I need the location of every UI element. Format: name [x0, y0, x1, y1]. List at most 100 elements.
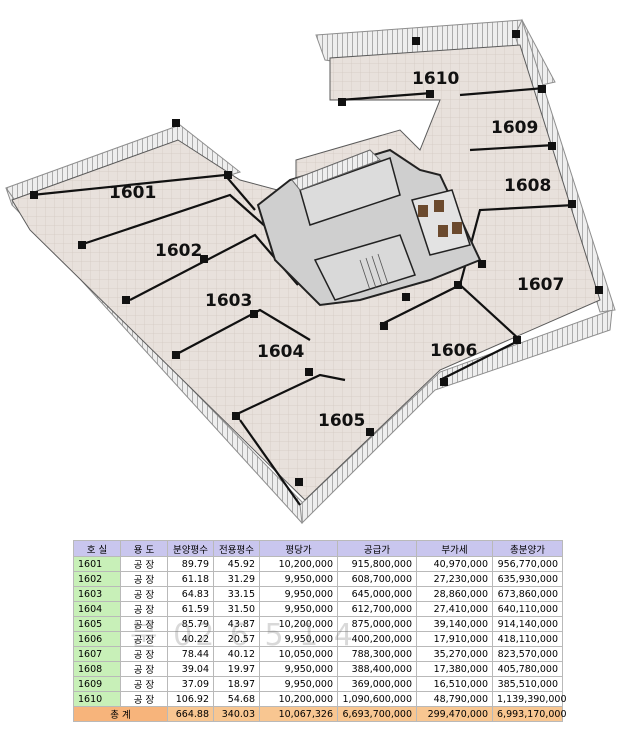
table-cell: 45.92: [213, 556, 260, 572]
table-cell: 10,200,000: [259, 691, 338, 707]
table-cell: 1,139,390,000: [492, 691, 567, 707]
unit-label-1601: 1601: [109, 183, 156, 203]
table-cell: 612,700,000: [337, 601, 417, 617]
total-cell: 10,067,326: [259, 706, 338, 722]
total-cell: 340.03: [213, 706, 260, 722]
unit-number-cell: 1607: [73, 646, 121, 662]
table-cell: 28,860,000: [416, 586, 493, 602]
column-header: 호 실: [73, 540, 121, 557]
table-cell: 64.83: [167, 586, 214, 602]
table-cell: 956,770,000: [492, 556, 563, 572]
column-header: 분양평수: [167, 540, 214, 557]
unit-number-cell: 1608: [73, 661, 121, 677]
table-cell: 9,950,000: [259, 586, 338, 602]
table-cell: 16,510,000: [416, 676, 493, 692]
unit-number-cell: 1601: [73, 556, 121, 572]
unit-label-1609: 1609: [491, 118, 538, 138]
table-cell: 9,950,000: [259, 661, 338, 677]
table-cell: 915,800,000: [337, 556, 417, 572]
unit-number-cell: 1605: [73, 616, 121, 632]
table-cell: 18.97: [213, 676, 260, 692]
table-cell: 17,380,000: [416, 661, 493, 677]
unit-label-1604: 1604: [257, 342, 304, 362]
table-cell: 9,950,000: [259, 571, 338, 587]
unit-label-1610: 1610: [412, 69, 459, 89]
unit-label-1605: 1605: [318, 411, 365, 431]
total-cell: 6,693,700,000: [337, 706, 417, 722]
table-cell: 54.68: [213, 691, 260, 707]
table-cell: 388,400,000: [337, 661, 417, 677]
table-cell: 17,910,000: [416, 631, 493, 647]
column-header: 공급가: [337, 540, 417, 557]
total-cell: 299,470,000: [416, 706, 493, 722]
total-cell: 6,993,170,000: [492, 706, 567, 722]
unit-number-cell: 1602: [73, 571, 121, 587]
table-cell: 공 장: [120, 601, 168, 617]
table-cell: 405,780,000: [492, 661, 563, 677]
table-cell: 공 장: [120, 616, 168, 632]
building-core: [256, 148, 482, 307]
unit-label-1606: 1606: [430, 341, 477, 361]
table-cell: 385,510,000: [492, 676, 563, 692]
table-cell: 공 장: [120, 571, 168, 587]
table-cell: 공 장: [120, 646, 168, 662]
table-cell: 9,950,000: [259, 676, 338, 692]
unit-number-cell: 1604: [73, 601, 121, 617]
table-cell: 공 장: [120, 661, 168, 677]
table-cell: 27,410,000: [416, 601, 493, 617]
table-cell: 48,790,000: [416, 691, 493, 707]
table-cell: 40.22: [167, 631, 214, 647]
unit-label-1607: 1607: [517, 275, 564, 295]
table-cell: 공 장: [120, 586, 168, 602]
table-cell: 공 장: [120, 691, 168, 707]
unit-label-1608: 1608: [504, 176, 551, 196]
table-cell: 40,970,000: [416, 556, 493, 572]
table-cell: 645,000,000: [337, 586, 417, 602]
table-cell: 27,230,000: [416, 571, 493, 587]
table-cell: 608,700,000: [337, 571, 417, 587]
unit-label-1602: 1602: [155, 241, 202, 261]
total-label: 총 계: [73, 706, 168, 722]
table-cell: 20.57: [213, 631, 260, 647]
total-cell: 664.88: [167, 706, 214, 722]
table-cell: 1,090,600,000: [337, 691, 417, 707]
table-cell: 640,110,000: [492, 601, 563, 617]
floor-plan: 1601 1602 1603 1604 1605 1606 1607 1608 …: [5, 18, 616, 525]
table-cell: 37.09: [167, 676, 214, 692]
table-cell: 788,300,000: [337, 646, 417, 662]
table-cell: 61.59: [167, 601, 214, 617]
column-header: 전용평수: [213, 540, 260, 557]
table-cell: 61.18: [167, 571, 214, 587]
table-cell: 823,570,000: [492, 646, 563, 662]
table-cell: 33.15: [213, 586, 260, 602]
table-cell: 39,140,000: [416, 616, 493, 632]
unit-number-cell: 1609: [73, 676, 121, 692]
table-cell: 673,860,000: [492, 586, 563, 602]
columns: [30, 30, 603, 486]
table-cell: 19.97: [213, 661, 260, 677]
table-cell: 78.44: [167, 646, 214, 662]
table-cell: 31.50: [213, 601, 260, 617]
column-header: 부가세: [416, 540, 493, 557]
table-cell: 43.87: [213, 616, 260, 632]
table-cell: 31.29: [213, 571, 260, 587]
table-cell: 9,950,000: [259, 631, 338, 647]
table-cell: 10,200,000: [259, 556, 338, 572]
unit-label-1603: 1603: [205, 291, 252, 311]
unit-number-cell: 1603: [73, 586, 121, 602]
table-cell: 85.79: [167, 616, 214, 632]
unit-number-cell: 1610: [73, 691, 121, 707]
table-cell: 875,000,000: [337, 616, 417, 632]
column-header: 평당가: [259, 540, 338, 557]
table-cell: 9,950,000: [259, 601, 338, 617]
